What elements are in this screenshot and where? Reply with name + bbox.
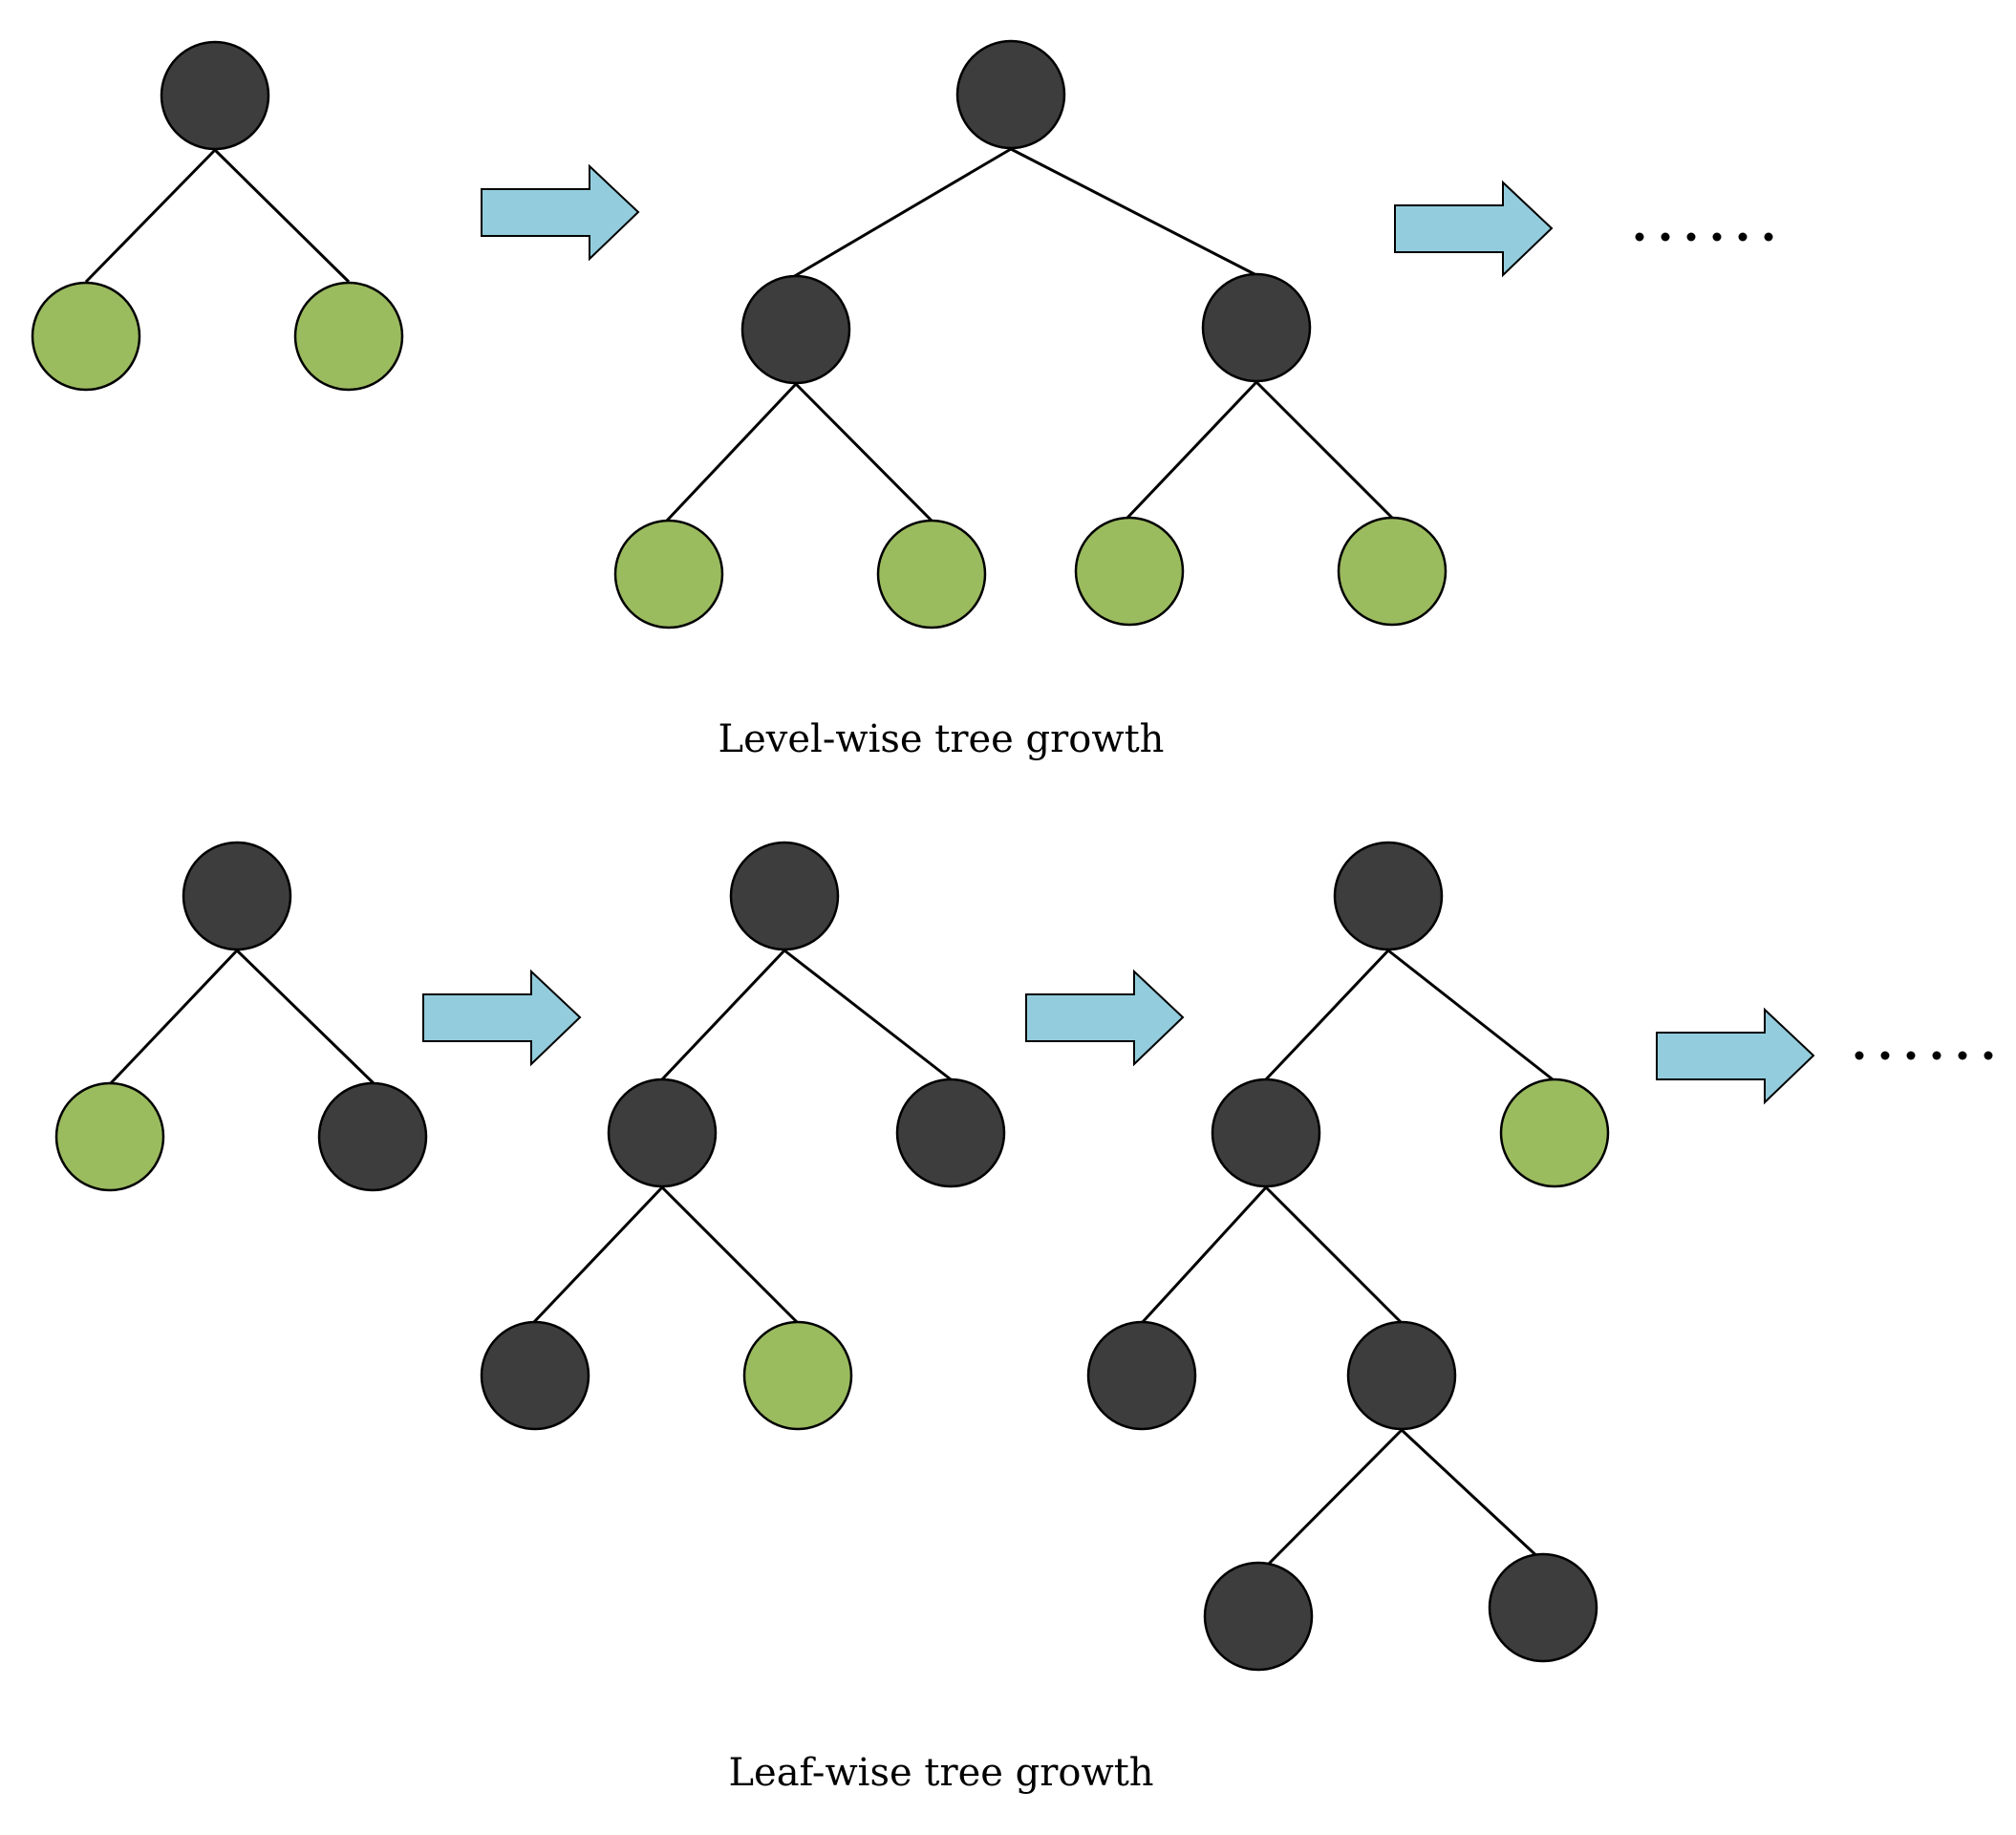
- ellipsis-dots-icon: [1635, 232, 1773, 242]
- ellipsis-dots-icon: [1855, 1051, 1993, 1060]
- right-arrow-icon: [481, 163, 640, 262]
- edge: [235, 949, 376, 1086]
- leaf-node: [31, 281, 141, 392]
- edge: [660, 1185, 800, 1325]
- leaf-wise-section: Leaf-wise tree growth: [54, 841, 1993, 1795]
- split-node: [480, 1320, 590, 1431]
- edge: [660, 949, 786, 1081]
- leaf-wise-tree-2: [480, 841, 1006, 1431]
- edge: [1264, 1185, 1404, 1325]
- split-node: [1203, 1561, 1314, 1672]
- edge: [1264, 1428, 1404, 1568]
- split-node: [182, 841, 292, 951]
- split-node: [740, 274, 851, 385]
- edge: [1126, 380, 1258, 520]
- leaf-node: [876, 519, 987, 629]
- edge: [1264, 949, 1390, 1081]
- edge: [783, 949, 952, 1081]
- split-node: [729, 841, 840, 951]
- edge: [792, 147, 1012, 279]
- split-node: [1346, 1320, 1457, 1431]
- split-node: [1086, 1320, 1197, 1431]
- edge: [108, 949, 239, 1086]
- edge: [1010, 147, 1257, 277]
- leaf-node: [1074, 516, 1185, 627]
- split-node: [1201, 272, 1312, 383]
- leaf-node: [293, 281, 404, 392]
- split-node: [1333, 841, 1444, 951]
- edge: [1255, 380, 1394, 520]
- right-arrow-icon: [422, 969, 582, 1067]
- leaf-node: [54, 1081, 165, 1192]
- split-node: [895, 1078, 1006, 1188]
- leaf-wise-tree-3: [1086, 841, 1610, 1672]
- split-node: [1488, 1552, 1598, 1663]
- edge: [1387, 949, 1554, 1081]
- edge: [213, 148, 351, 284]
- level-wise-tree-2: [613, 39, 1448, 629]
- split-node: [607, 1078, 718, 1188]
- split-node: [160, 40, 270, 151]
- leaf-wise-tree-1: [54, 841, 428, 1192]
- split-node: [317, 1081, 428, 1192]
- edge: [794, 382, 933, 523]
- split-node: [955, 39, 1066, 150]
- leaf-node: [742, 1320, 853, 1431]
- right-arrow-icon: [1656, 1007, 1815, 1105]
- edge: [531, 1185, 664, 1325]
- edge: [1140, 1185, 1268, 1325]
- right-arrow-icon: [1025, 969, 1185, 1067]
- leaf-node: [613, 519, 724, 629]
- level-wise-caption: Level-wise tree growth: [718, 717, 1165, 761]
- right-arrow-icon: [1394, 180, 1554, 278]
- edge: [84, 148, 217, 284]
- edge: [665, 382, 798, 523]
- split-node: [1211, 1078, 1321, 1188]
- leaf-node: [1337, 516, 1448, 627]
- level-wise-section: Level-wise tree growth: [31, 39, 1773, 761]
- edge: [1400, 1428, 1545, 1564]
- leaf-wise-caption: Leaf-wise tree growth: [728, 1751, 1153, 1795]
- level-wise-tree-1: [31, 40, 404, 392]
- leaf-node: [1499, 1078, 1610, 1188]
